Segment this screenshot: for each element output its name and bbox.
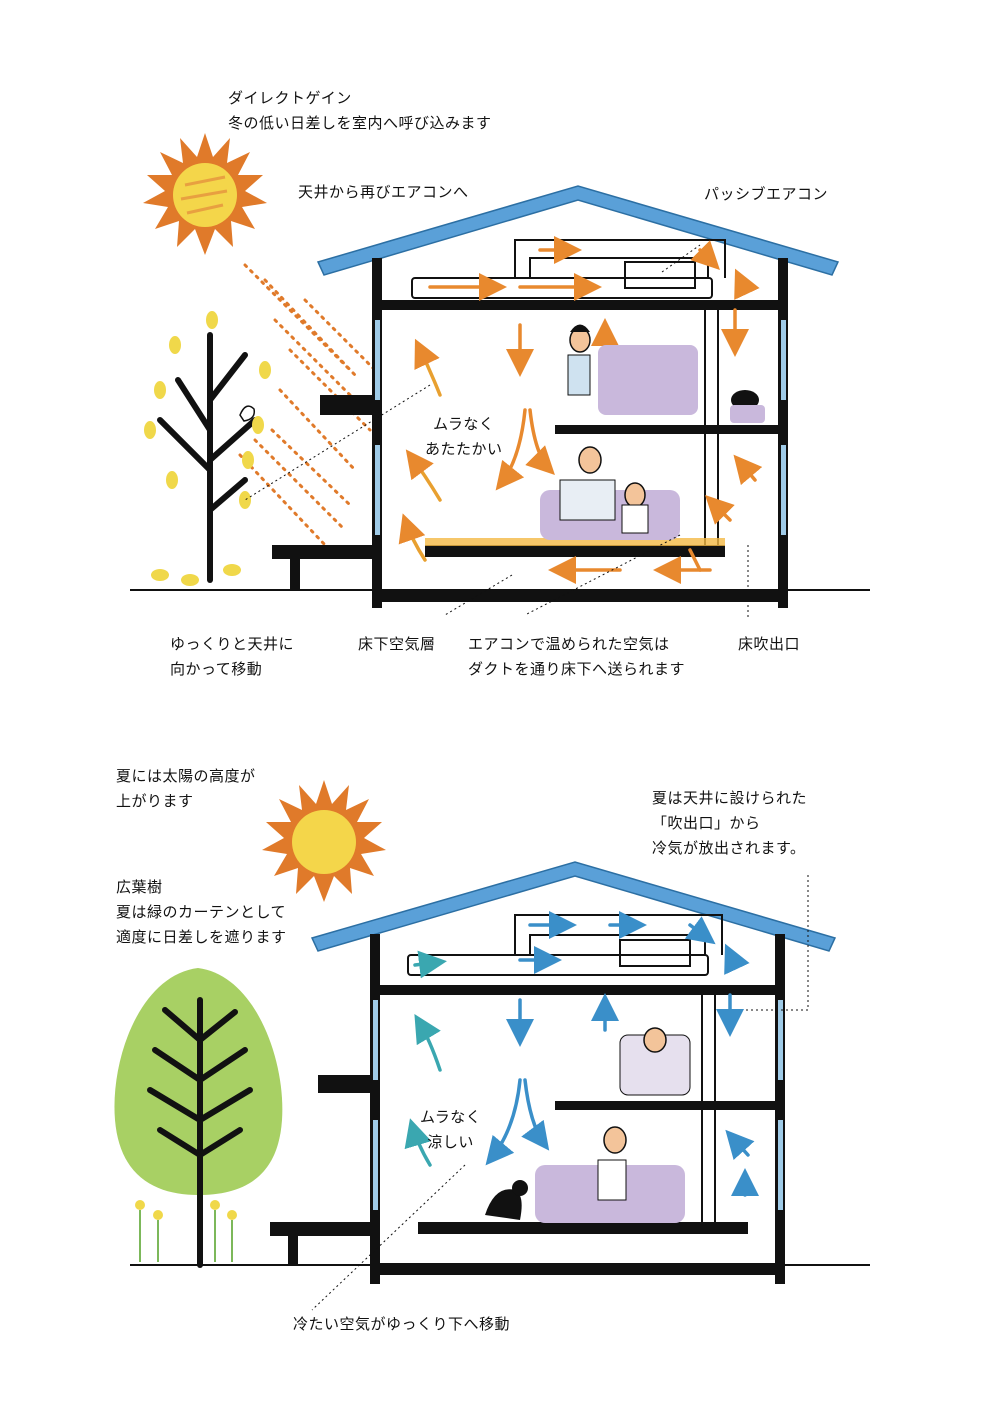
winter-tree-icon xyxy=(144,311,271,586)
duct-air-label: エアコンで温められた空気は ダクトを通り床下へ送られます xyxy=(468,635,686,678)
summer-house-structure xyxy=(270,934,785,1284)
ceiling-to-ac-label: 天井から再びエアコンへ xyxy=(298,183,469,201)
underfloor-label: 床下空気層 xyxy=(358,635,436,653)
winter-cat-icon xyxy=(730,390,765,423)
winter-roof xyxy=(316,185,840,276)
winter-diagram xyxy=(130,133,870,620)
summer-cool-airflow xyxy=(485,911,759,1197)
summer-occupants xyxy=(485,1027,691,1223)
winter-occupants xyxy=(540,324,765,540)
winter-sun-rays xyxy=(238,263,377,547)
summer-diagram xyxy=(114,780,870,1311)
ceiling-vent-label: 夏は天井に設けられた 「吹出口」から 冷気が放出されます。 xyxy=(652,789,808,857)
summer-sun-icon xyxy=(262,780,386,902)
passive-ac-label: パッシブエアコン xyxy=(704,185,829,203)
winter-sun-icon xyxy=(143,133,267,255)
broadleaf-label: 広葉樹 夏は緑のカーテンとして 適度に日差しを遮ります xyxy=(116,878,287,946)
winter-rising-airflow xyxy=(398,338,442,562)
summer-tree-icon xyxy=(114,968,283,1268)
cold-down-label: 冷たい空気がゆっくり下へ移動 xyxy=(293,1315,511,1333)
summer-duct xyxy=(407,914,723,1222)
sun-high-label: 夏には太陽の高度が 上がります xyxy=(116,767,256,810)
floor-vent-label: 床吹出口 xyxy=(738,635,801,653)
winter-house-structure xyxy=(272,258,788,608)
summer-cat-icon xyxy=(485,1180,528,1220)
winter-warm-airflow xyxy=(428,236,763,584)
slow-up-label: ゆっくりと天井に 向かって移動 xyxy=(170,635,295,678)
direct-gain-label: ダイレクトゲイン 冬の低い日差しを室内へ呼び込みます xyxy=(228,89,492,132)
winter-duct xyxy=(411,239,726,545)
even-warm-label: ムラなく あたたかい xyxy=(425,415,503,458)
even-cool-label: ムラなく 涼しい xyxy=(420,1108,482,1151)
summer-teal-airflow xyxy=(404,950,447,1167)
summer-roof xyxy=(310,861,837,952)
